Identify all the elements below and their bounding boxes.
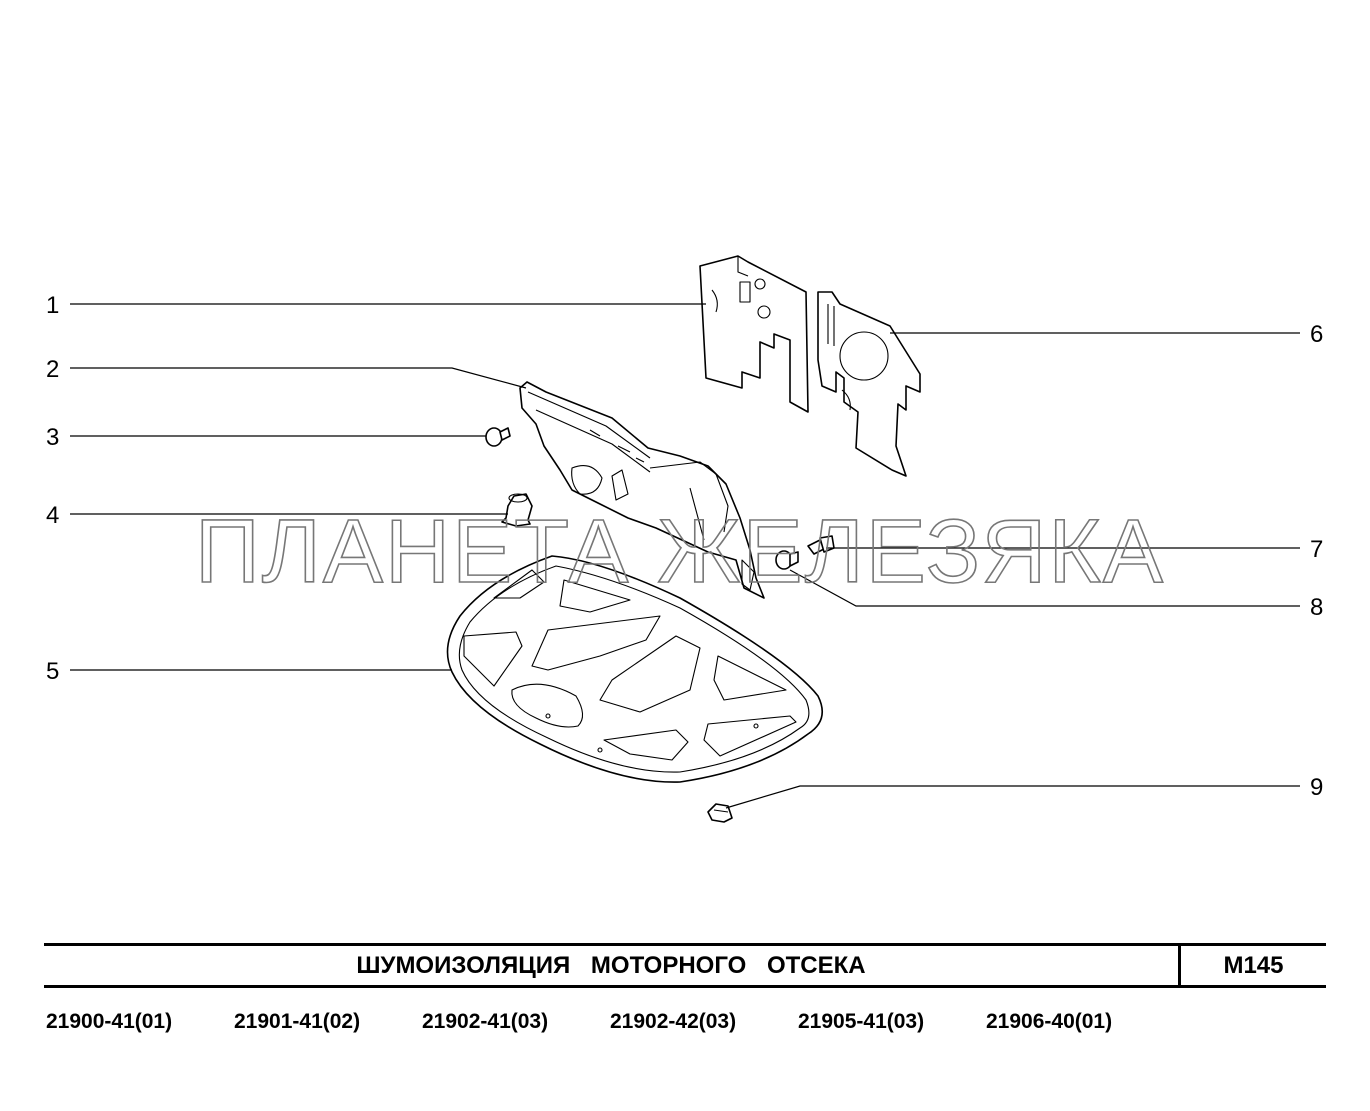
callout-1: 1 — [46, 292, 59, 319]
callout-4: 4 — [46, 502, 59, 529]
part-3-plug — [485, 427, 511, 447]
model-code: 21901-41(02) — [234, 1010, 361, 1033]
callout-3: 3 — [46, 424, 59, 451]
model-code: 21900-41(01) — [46, 1010, 173, 1033]
model-code: 21902-42(03) — [610, 1010, 737, 1033]
part-5-hood-insulation — [446, 555, 824, 783]
part-8-grommet — [775, 550, 799, 570]
callout-8: 8 — [1310, 594, 1323, 621]
callout-9: 9 — [1310, 774, 1323, 801]
part-4-buffer — [501, 493, 533, 527]
callout-6: 6 — [1310, 321, 1323, 348]
watermark: ПЛАНЕТА ЖЕЛЕЗЯКА — [195, 502, 1165, 602]
leader-lines — [70, 303, 1300, 809]
part-2-cowl-shield — [519, 381, 765, 599]
callout-2: 2 — [46, 356, 59, 383]
model-code: 21902-41(03) — [422, 1010, 549, 1033]
callout-labels: 1 2 3 4 5 6 7 8 9 — [46, 292, 1323, 801]
callout-7: 7 — [1310, 536, 1323, 563]
part-6-dash-insulation — [699, 255, 921, 477]
title-divider — [1178, 946, 1181, 985]
callout-5: 5 — [46, 658, 59, 685]
model-code: 21906-40(01) — [986, 1010, 1113, 1033]
page-code: M145 — [1223, 952, 1284, 979]
model-list: 21900-41(01) 21901-41(02) 21902-41(03) 2… — [46, 1010, 1326, 1040]
title-bar: ШУМОИЗОЛЯЦИЯ МОТОРНОГО ОТСЕКА M145 — [44, 943, 1326, 988]
model-code: 21905-41(03) — [798, 1010, 925, 1033]
part-9-clip — [707, 803, 733, 823]
page-title: ШУМОИЗОЛЯЦИЯ МОТОРНОГО ОТСЕКА — [356, 952, 866, 979]
